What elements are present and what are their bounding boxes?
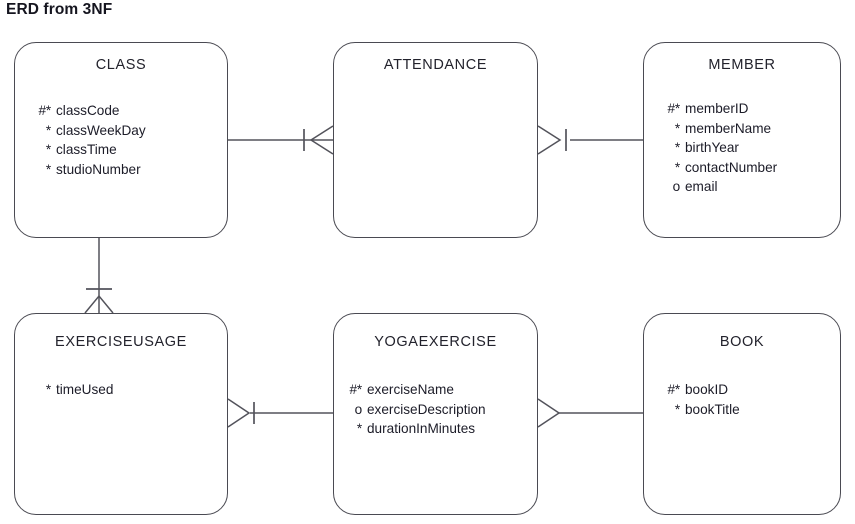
attribute-row: * studioNumber (29, 160, 227, 180)
attribute-mark: * (674, 120, 680, 136)
attribute-mark: * (45, 122, 51, 138)
attribute-label: birthYear (685, 140, 739, 155)
attribute-row: * memberName (658, 119, 840, 139)
entity-attendance[interactable]: ATTENDANCE (333, 42, 538, 238)
attribute-list-yogaexercise: #* exerciseName o exerciseDescription * … (334, 380, 537, 439)
entity-book[interactable]: BOOK #* bookID * bookTitle (643, 313, 841, 515)
relationship-exerciseusage-yogaexercise (227, 398, 333, 428)
entity-name-class: CLASS (95, 57, 147, 73)
entity-exerciseusage[interactable]: EXERCISEUSAGE * timeUsed (14, 313, 228, 515)
attribute-mark: o (672, 179, 681, 194)
attribute-label: exerciseDescription (367, 401, 486, 417)
attribute-row: #* memberID (658, 99, 840, 119)
attribute-label: memberName (685, 120, 772, 136)
attribute-row: #* classCode (29, 101, 227, 121)
attribute-row: #* exerciseName (340, 380, 537, 400)
attribute-label: bookTitle (685, 401, 740, 417)
entity-name-exerciseusage: EXERCISEUSAGE (55, 334, 187, 350)
attribute-list-book: #* bookID * bookTitle (644, 380, 840, 419)
attribute-row: * contactNumber (658, 158, 840, 178)
relationship-attendance-member (537, 125, 643, 155)
attribute-label: email (685, 179, 718, 194)
attribute-row: * classWeekDay (29, 121, 227, 141)
attribute-mark: * (356, 421, 362, 436)
attribute-label: timeUsed (56, 382, 114, 397)
entity-name-member: MEMBER (708, 57, 776, 73)
relationship-yogaexercise-book (537, 398, 643, 428)
attribute-label: memberID (685, 101, 749, 116)
attribute-row: #* bookID (658, 380, 840, 400)
attribute-mark: * (45, 161, 51, 177)
attribute-list-class: #* classCode * classWeekDay * classTime … (15, 101, 227, 179)
attribute-row: o email (658, 177, 840, 197)
attribute-label: durationInMinutes (367, 421, 476, 436)
entity-member[interactable]: MEMBER #* memberID * memberName * birthY… (643, 42, 841, 238)
attribute-list-exerciseusage: * timeUsed (15, 380, 227, 400)
relationship-class-attendance (228, 125, 334, 155)
attribute-row: o exerciseDescription (340, 400, 537, 420)
attribute-label: exerciseName (367, 382, 454, 397)
attribute-row: * timeUsed (29, 380, 227, 400)
attribute-mark: * (674, 140, 680, 155)
attribute-mark: o (354, 401, 363, 417)
attribute-row: * classTime (29, 140, 227, 160)
attribute-row: * birthYear (658, 138, 840, 158)
attribute-label: classTime (56, 142, 117, 157)
attribute-mark: #* (667, 101, 681, 116)
entity-name-book: BOOK (719, 334, 765, 350)
attribute-row: * bookTitle (658, 400, 840, 420)
relationship-class-exerciseusage (84, 238, 114, 314)
attribute-mark: * (674, 159, 680, 175)
attribute-mark: * (674, 401, 680, 417)
attribute-mark: * (45, 382, 51, 397)
entity-yogaexercise[interactable]: YOGAEXERCISE #* exerciseName o exerciseD… (333, 313, 538, 515)
attribute-label: classWeekDay (56, 122, 146, 138)
entity-name-attendance: ATTENDANCE (383, 57, 488, 73)
attribute-label: classCode (56, 103, 120, 118)
entity-name-yogaexercise: YOGAEXERCISE (374, 334, 497, 350)
attribute-mark: * (45, 142, 51, 157)
attribute-label: studioNumber (56, 161, 141, 177)
attribute-mark: #* (38, 103, 52, 118)
attribute-row: * durationInMinutes (340, 419, 537, 439)
attribute-label: bookID (685, 382, 729, 397)
page-title: ERD from 3NF (6, 1, 113, 18)
attribute-mark: #* (349, 382, 363, 397)
attribute-list-member: #* memberID * memberName * birthYear * c… (644, 99, 840, 197)
attribute-mark: #* (667, 382, 681, 397)
entity-class[interactable]: CLASS #* classCode * classWeekDay * clas… (14, 42, 228, 238)
attribute-label: contactNumber (685, 159, 778, 175)
